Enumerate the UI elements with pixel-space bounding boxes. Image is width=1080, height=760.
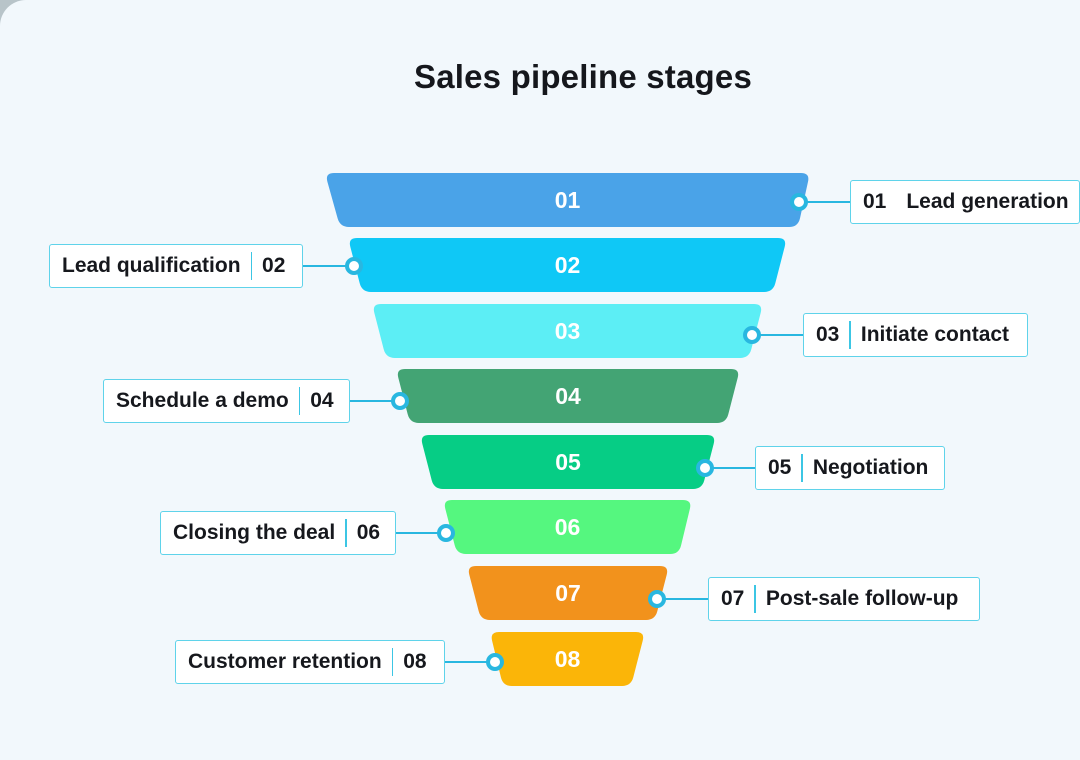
divider <box>754 585 756 613</box>
stage-label-6: Closing the deal 06 <box>160 511 396 555</box>
stage-label-number: 06 <box>356 521 381 544</box>
funnel-band-1 <box>326 173 809 227</box>
funnel-band-5 <box>421 435 715 489</box>
stage-label-number: 01 <box>863 190 887 213</box>
stage-label-number: 04 <box>310 389 334 412</box>
funnel-band-number: 08 <box>555 646 581 672</box>
stage-label-5: 05 Negotiation <box>755 446 945 490</box>
funnel-band-number: 06 <box>555 514 581 540</box>
connector-dot <box>743 326 761 344</box>
stage-label-name: Lead qualification <box>62 254 241 277</box>
stage-label-number: 05 <box>768 456 792 479</box>
stage-label-number: 02 <box>262 254 286 277</box>
connector-dot <box>648 590 666 608</box>
divider <box>849 321 851 349</box>
stage-label-name: Customer retention <box>188 650 382 673</box>
stage-label-2: Lead qualification 02 <box>49 244 303 288</box>
stage-label-name: Closing the deal <box>173 521 336 544</box>
funnel-band-number: 04 <box>555 383 581 409</box>
stage-label-8: Customer retention 08 <box>175 640 445 684</box>
stage-label-name: Initiate contact <box>860 323 1010 346</box>
funnel-band-6 <box>444 500 691 554</box>
connector-dot <box>790 193 808 211</box>
funnel-band-number: 01 <box>555 187 581 213</box>
connector-dot <box>391 392 409 410</box>
stage-label-7: 07 Post-sale follow-up <box>708 577 980 621</box>
funnel-band-3 <box>373 304 762 358</box>
page-title: Sales pipeline stages <box>413 58 753 95</box>
funnel-band-number: 02 <box>555 252 581 278</box>
stage-label-name: Schedule a demo <box>116 389 289 412</box>
connector-dot <box>437 524 455 542</box>
divider <box>345 519 347 547</box>
divider <box>250 252 253 280</box>
connector-dot <box>345 257 363 275</box>
stage-label-name: Negotiation <box>812 456 929 479</box>
divider <box>801 454 803 482</box>
funnel-band-7 <box>468 566 668 620</box>
divider <box>391 648 394 676</box>
stage-label-number: 03 <box>816 323 840 346</box>
funnel-band-number: 05 <box>555 449 581 475</box>
connector-dot <box>486 653 504 671</box>
stage-label-1: 01 Lead generation <box>850 180 1080 224</box>
stage-label-3: 03 Initiate contact <box>803 313 1028 357</box>
funnel-band-2 <box>349 238 786 292</box>
stage-label-name: Lead generation <box>906 190 1069 213</box>
funnel-band-4 <box>397 369 739 423</box>
stage-label-4: Schedule a demo 04 <box>103 379 350 423</box>
funnel-band-number: 03 <box>555 318 581 344</box>
stage-label-number: 08 <box>403 650 427 673</box>
connector-dot <box>696 459 714 477</box>
funnel-band-number: 07 <box>555 580 581 606</box>
divider <box>298 387 301 415</box>
funnel-band-8 <box>491 632 644 686</box>
stage-label-name: Post-sale follow-up <box>765 587 959 610</box>
stage-label-number: 07 <box>721 587 745 610</box>
